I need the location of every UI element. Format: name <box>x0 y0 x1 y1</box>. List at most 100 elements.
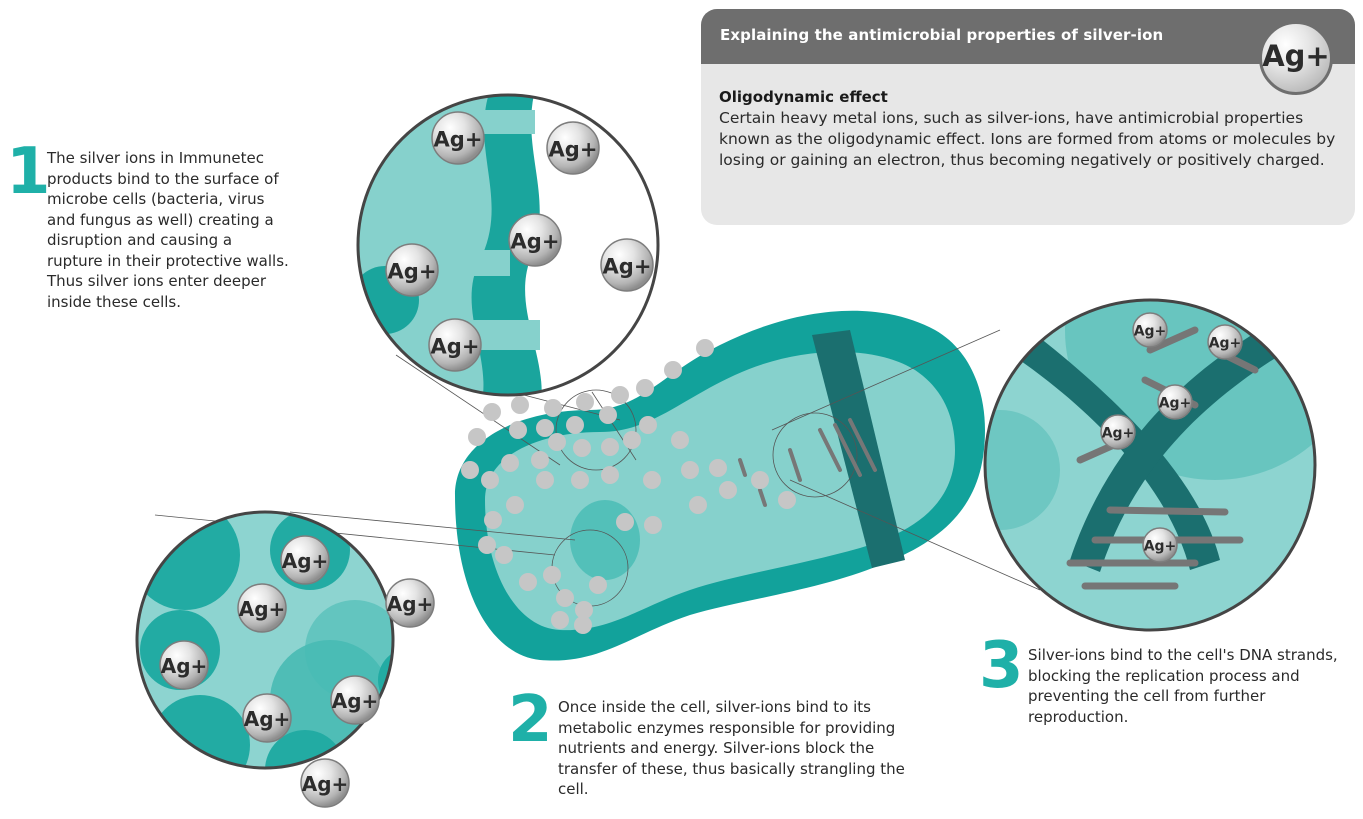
step-2-number: 2 <box>508 683 553 757</box>
ion-particle <box>536 419 554 437</box>
silver-ion: Ag+ <box>1142 527 1178 563</box>
silver-ion-label: Ag+ <box>161 654 208 678</box>
ion-particle <box>506 496 524 514</box>
silver-ion: Ag+ <box>330 675 380 725</box>
ion-particle <box>751 471 769 489</box>
ion-particle <box>468 428 486 446</box>
silver-ion-label: Ag+ <box>511 230 560 254</box>
ion-particle <box>681 461 699 479</box>
effect-heading: Oligodynamic effect <box>719 88 888 106</box>
ion-particle <box>566 416 584 434</box>
ion-particle <box>696 339 714 357</box>
info-header: Explaining the antimicrobial properties … <box>701 9 1355 64</box>
silver-ion-label: Ag+ <box>431 335 480 359</box>
ion-particle <box>671 431 689 449</box>
ion-particle <box>495 546 513 564</box>
silver-ion: Ag+ <box>159 640 209 690</box>
silver-ion: Ag+ <box>237 583 287 633</box>
silver-ion-label: Ag+ <box>332 689 379 713</box>
silver-ion: Ag+ <box>242 693 292 743</box>
ion-particle <box>548 433 566 451</box>
ion-particle <box>644 516 662 534</box>
ion-particle <box>501 454 519 472</box>
ion-particle <box>573 439 591 457</box>
step-2-text: Once inside the cell, silver-ions bind t… <box>558 698 905 798</box>
silver-ion: Ag+ <box>431 111 485 165</box>
ion-particle <box>709 459 727 477</box>
circle-dna-view <box>983 298 1317 632</box>
silver-ion-label: Ag+ <box>388 260 437 284</box>
ion-particle <box>551 611 569 629</box>
silver-ion: Ag+ <box>385 243 439 297</box>
ion-particle <box>599 406 617 424</box>
ion-particle <box>689 496 707 514</box>
silver-ion-label: Ag+ <box>302 772 349 796</box>
silver-ion: Ag+ <box>428 318 482 372</box>
ion-particle <box>556 589 574 607</box>
ion-particle <box>664 361 682 379</box>
info-title: Explaining the antimicrobial properties … <box>720 26 1164 44</box>
silver-ion: Ag+ <box>1207 324 1243 360</box>
step-1-number: 1 <box>6 135 51 209</box>
ion-particle <box>543 566 561 584</box>
silver-ion-label: Ag+ <box>434 128 483 152</box>
ion-particle <box>571 471 589 489</box>
step-3-text: Silver-ions bind to the cell's DNA stran… <box>1028 646 1338 726</box>
silver-ion: Ag+ <box>546 121 600 175</box>
ion-particle <box>643 471 661 489</box>
ion-particle <box>576 393 594 411</box>
ion-particle <box>531 451 549 469</box>
silver-ion: Ag+ <box>508 213 562 267</box>
silver-ion: Ag+ <box>300 758 350 808</box>
ion-particle <box>509 421 527 439</box>
silver-ion: Ag+ <box>1157 384 1193 420</box>
badge-label: Ag+ <box>1262 39 1330 73</box>
silver-ion: Ag+ <box>385 578 435 628</box>
ion-particle <box>601 438 619 456</box>
silver-ion-label: Ag+ <box>1144 539 1177 555</box>
step-3-number: 3 <box>979 629 1024 703</box>
ion-particle <box>478 536 496 554</box>
ion-particle <box>511 396 529 414</box>
ion-particle <box>483 403 501 421</box>
ion-particle <box>611 386 629 404</box>
ion-particle <box>484 511 502 529</box>
ion-particle <box>601 466 619 484</box>
ion-particle <box>623 431 641 449</box>
ion-particle <box>536 471 554 489</box>
ion-particle <box>589 576 607 594</box>
silver-ion-label: Ag+ <box>244 707 291 731</box>
silver-ion-label: Ag+ <box>1102 426 1135 442</box>
silver-ion-label: Ag+ <box>239 597 286 621</box>
ion-particle <box>574 616 592 634</box>
ion-particle <box>481 471 499 489</box>
silver-ion-label: Ag+ <box>603 255 652 279</box>
ion-particle <box>616 513 634 531</box>
ion-particle <box>461 461 479 479</box>
effect-body: Certain heavy metal ions, such as silver… <box>719 109 1336 169</box>
info-panel: Explaining the antimicrobial properties … <box>701 9 1355 225</box>
silver-ion-label: Ag+ <box>1159 396 1192 412</box>
silver-ion-label: Ag+ <box>387 592 434 616</box>
silver-ion: Ag+ <box>1132 312 1168 348</box>
silver-ion: Ag+ <box>1100 414 1136 450</box>
silver-ion-label: Ag+ <box>1134 324 1167 340</box>
silver-ion: Ag+ <box>600 238 654 292</box>
dna-fragment-in-cell <box>738 418 877 507</box>
cell-dark-band <box>812 330 905 568</box>
ion-particle <box>544 399 562 417</box>
silver-ion-label: Ag+ <box>282 549 329 573</box>
silver-ion-label: Ag+ <box>549 138 598 162</box>
silver-ion-icon: Ag+ <box>1259 21 1333 95</box>
ion-particle <box>778 491 796 509</box>
ion-particle <box>575 601 593 619</box>
ion-particle <box>519 573 537 591</box>
ion-particle <box>636 379 654 397</box>
ion-particle <box>639 416 657 434</box>
silver-ion-label: Ag+ <box>1209 336 1242 352</box>
silver-ion: Ag+ <box>280 535 330 585</box>
silver-ion-layer: Ag+ Ag+ Ag+ Ag+ Ag+ Ag+ Ag+ Ag+ Ag+ Ag+ Ag+ Ag+ Ag+ A… <box>159 111 1243 808</box>
ion-particle <box>719 481 737 499</box>
step-1-text: The silver ions in Immunetec products bi… <box>47 149 289 311</box>
